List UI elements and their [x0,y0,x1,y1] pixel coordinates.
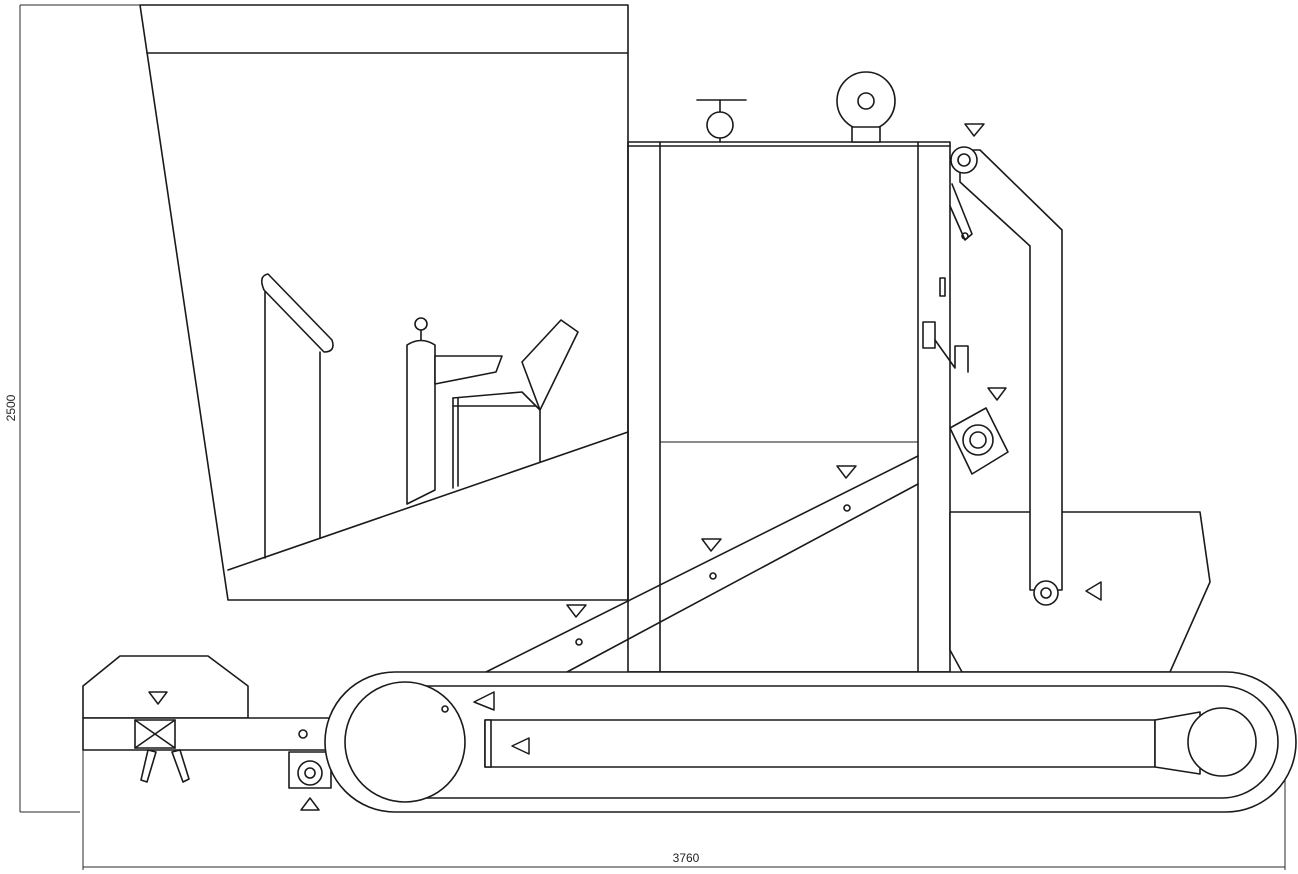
tail-bracket [1154,711,1201,775]
hopper-outline [949,511,1211,673]
swing-arm [949,146,1063,606]
flow-direction-triangle-icon [300,797,320,811]
housing-outline [627,141,951,673]
right-post-fittings [922,277,969,373]
width-dimension-label: 3760 [673,851,700,865]
side-motor-shaft [969,431,987,449]
cabin-floor-slope [227,431,629,571]
flow-direction-triangle-icon [511,737,530,755]
flow-direction-triangle-icon [701,538,722,552]
height-dimension: 2500 [4,4,140,813]
incline-hole-2 [709,572,717,580]
feed-unit [82,655,339,789]
side-motor-unit [949,407,1009,475]
belt-frame-end [484,719,492,768]
height-dimension-label: 2500 [4,394,18,421]
drive-pulley-bolt [441,705,449,713]
flow-direction-triangle-icon [473,691,495,711]
inclined-conveyor [485,455,919,673]
feed-beam-bolt [298,729,308,739]
motor-icon [836,71,896,131]
incline-hole-1 [575,638,583,646]
flow-direction-triangle-icon [987,387,1007,401]
main-belt-conveyor [324,671,1297,813]
operator-seat [452,319,579,489]
feed-leg-right [171,749,190,783]
incline-hole-3 [843,504,851,512]
arm-top-pivot-inner [957,153,971,167]
right-hopper [949,511,1211,673]
control-column-body [406,339,436,505]
flow-direction-triangle-icon [1085,581,1102,601]
top-motor [836,71,896,143]
arm-top-pivot-icon [950,146,978,174]
motor-mount [851,126,881,143]
control-column [406,317,503,505]
arm-bottom-roller-inner [1040,587,1052,599]
side-motor-icon [962,424,994,456]
flow-direction-triangle-icon [836,465,857,479]
flow-markers [148,123,1102,811]
feed-hood [82,655,249,719]
width-dimension: 3760 [82,690,1286,870]
arm-tension-pin [961,232,969,240]
incline-top-edge [485,455,919,673]
flow-direction-triangle-icon [566,604,587,618]
flow-direction-triangle-icon [964,123,985,137]
handrail [260,273,334,559]
seat-cushion [452,391,541,463]
feed-roller-inner [304,767,316,779]
fitting-lever [934,339,969,373]
fitting-small [939,277,946,297]
handrail-bar [260,273,334,353]
incline-bottom-edge [566,483,919,673]
fitting-bracket [922,321,936,349]
feed-roller-icon [297,760,323,786]
cabin-outline [139,4,629,601]
feed-gate-cross-b [134,719,176,749]
feed-leg-left [140,749,157,783]
valve-body-icon [706,111,734,139]
operator-cabin [139,4,629,601]
flow-direction-triangle-icon [148,691,168,705]
seat-backrest [521,319,579,411]
drive-pulley-icon [344,681,466,803]
control-desk [434,355,503,385]
belt-frame [484,719,1156,768]
arm-bottom-roller-icon [1033,580,1059,606]
arm-tension-link [949,183,973,241]
top-valve [696,99,747,143]
tail-pulley-icon [1187,707,1257,777]
motor-shaft-icon [857,92,875,110]
control-knob-icon [414,317,428,331]
main-housing [627,71,969,673]
